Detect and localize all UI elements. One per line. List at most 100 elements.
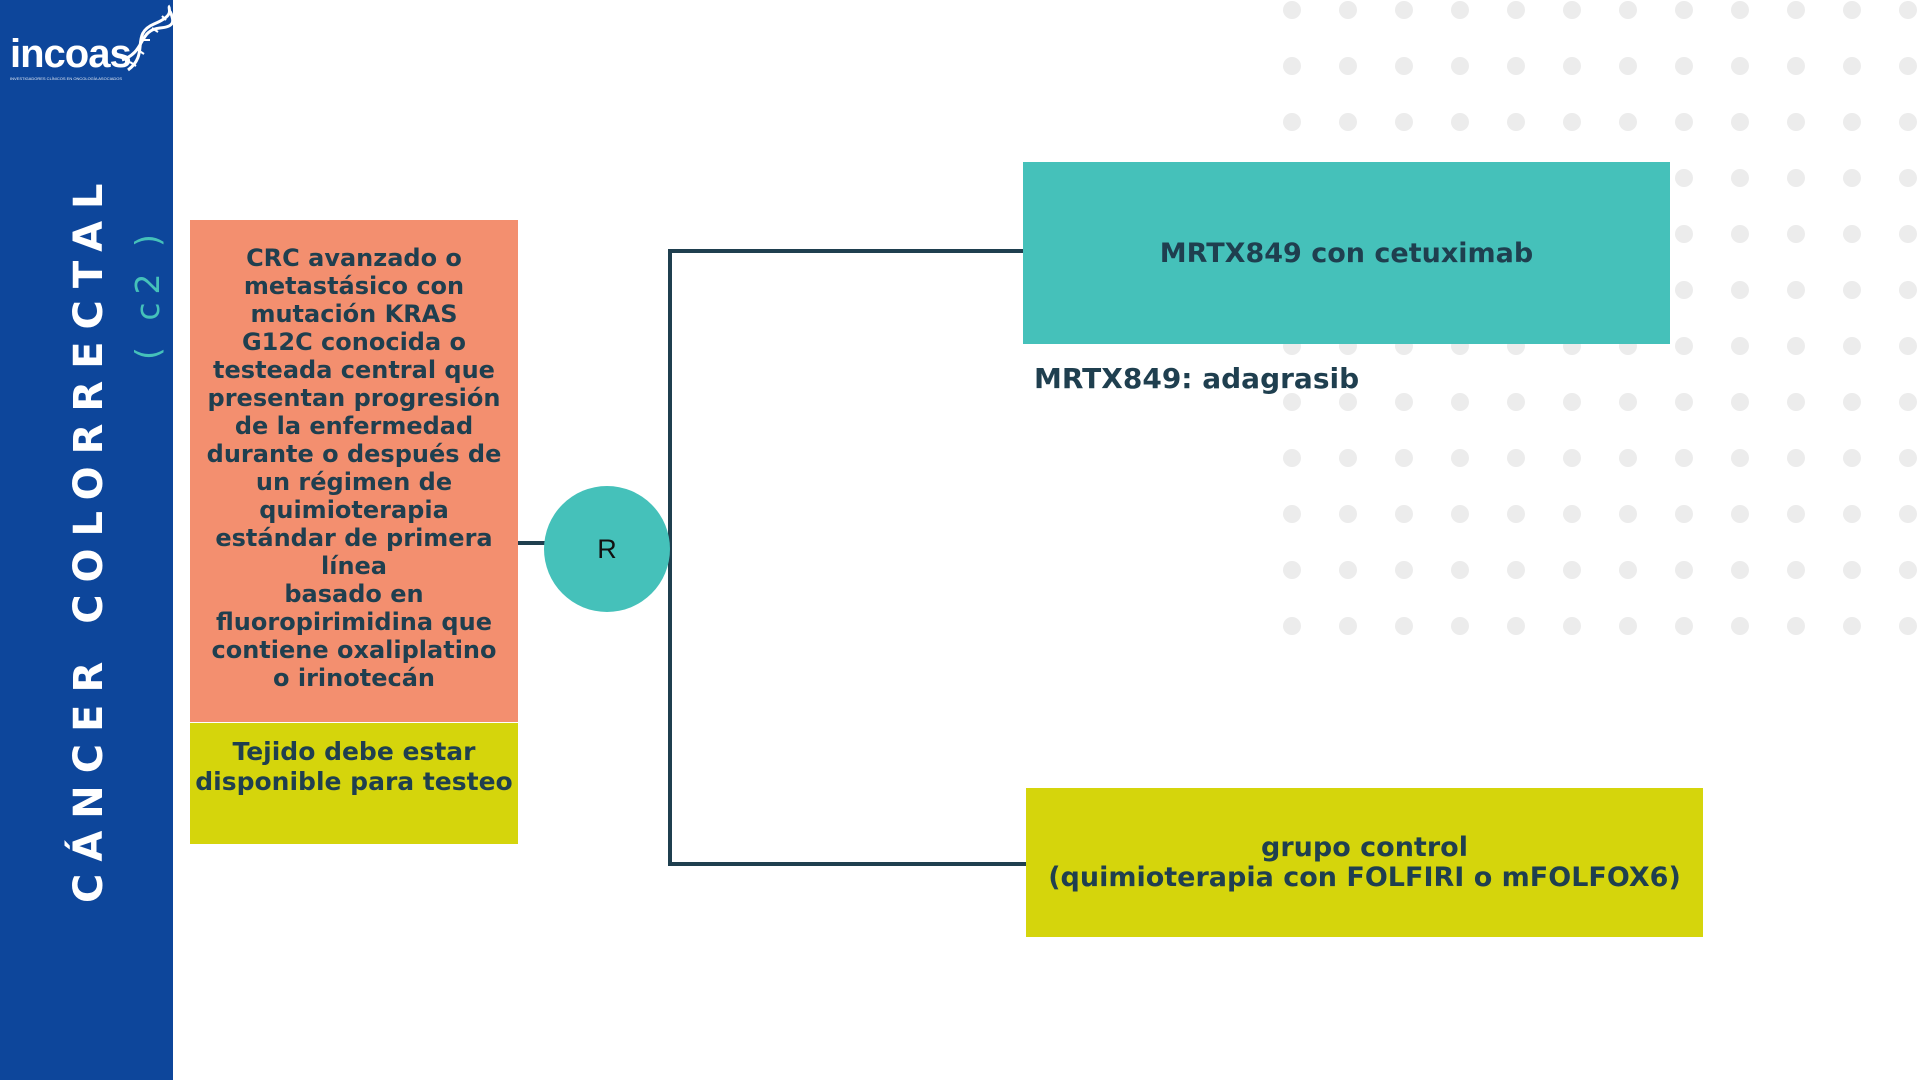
grid-dot [1899, 393, 1917, 411]
grid-dot [1451, 393, 1469, 411]
grid-dot [1843, 393, 1861, 411]
grid-dot [1563, 449, 1581, 467]
grid-dot [1451, 561, 1469, 579]
grid-dot [1451, 617, 1469, 635]
grid-dot [1899, 57, 1917, 75]
grid-dot [1563, 505, 1581, 523]
grid-dot [1339, 505, 1357, 523]
grid-dot [1283, 449, 1301, 467]
grid-dot [1339, 57, 1357, 75]
grid-dot [1899, 225, 1917, 243]
grid-dot [1787, 561, 1805, 579]
grid-dot [1731, 225, 1749, 243]
grid-dot [1843, 281, 1861, 299]
grid-dot [1731, 113, 1749, 131]
grid-dot [1843, 505, 1861, 523]
grid-dot [1563, 617, 1581, 635]
grid-dot [1731, 393, 1749, 411]
incoas-logo: incoas INVESTIGADORES CLÍNICOS EN ONCOLO… [8, 4, 174, 84]
grid-dot [1731, 281, 1749, 299]
grid-dot [1731, 169, 1749, 187]
grid-dot [1395, 561, 1413, 579]
grid-dot [1507, 617, 1525, 635]
grid-dot [1843, 57, 1861, 75]
grid-dot [1619, 617, 1637, 635]
grid-dot [1899, 561, 1917, 579]
grid-dot [1619, 561, 1637, 579]
grid-dot [1451, 113, 1469, 131]
grid-dot [1675, 393, 1693, 411]
grid-dot [1843, 337, 1861, 355]
grid-dot [1787, 393, 1805, 411]
grid-dot [1899, 169, 1917, 187]
grid-dot [1507, 57, 1525, 75]
grid-dot [1787, 617, 1805, 635]
grid-dot [1843, 617, 1861, 635]
grid-dot [1619, 1, 1637, 19]
grid-dot [1675, 449, 1693, 467]
grid-dot [1563, 57, 1581, 75]
grid-dot [1283, 393, 1301, 411]
grid-dot [1675, 617, 1693, 635]
randomization-label: R [597, 533, 617, 564]
grid-dot [1395, 393, 1413, 411]
grid-dot [1787, 225, 1805, 243]
grid-dot [1283, 505, 1301, 523]
grid-dot [1619, 57, 1637, 75]
grid-dot [1731, 449, 1749, 467]
grid-dot [1339, 393, 1357, 411]
grid-dot [1843, 113, 1861, 131]
grid-dot [1899, 617, 1917, 635]
experimental-arm-box: MRTX849 con cetuximab [1023, 162, 1670, 344]
grid-dot [1675, 281, 1693, 299]
grid-dot [1787, 337, 1805, 355]
grid-dot [1675, 337, 1693, 355]
grid-dot [1731, 505, 1749, 523]
grid-dot [1507, 505, 1525, 523]
grid-dot [1507, 113, 1525, 131]
grid-dot [1619, 113, 1637, 131]
grid-dot [1395, 57, 1413, 75]
drug-name-note: MRTX849: adagrasib [1034, 362, 1360, 395]
grid-dot [1563, 1, 1581, 19]
grid-dot [1675, 225, 1693, 243]
grid-dot [1283, 1, 1301, 19]
grid-dot [1787, 113, 1805, 131]
grid-dot [1507, 561, 1525, 579]
grid-dot [1339, 617, 1357, 635]
grid-dot [1731, 337, 1749, 355]
grid-dot [1787, 57, 1805, 75]
grid-dot [1843, 1, 1861, 19]
grid-dot [1787, 1, 1805, 19]
grid-dot [1899, 281, 1917, 299]
logo-subtitle: INVESTIGADORES CLÍNICOS EN ONCOLOGÍA ASO… [10, 76, 123, 81]
grid-dot [1843, 169, 1861, 187]
grid-dot [1843, 225, 1861, 243]
grid-dot [1507, 393, 1525, 411]
grid-dot [1899, 505, 1917, 523]
grid-dot [1339, 1, 1357, 19]
grid-dot [1619, 449, 1637, 467]
grid-dot [1675, 505, 1693, 523]
grid-dot [1675, 113, 1693, 131]
grid-dot [1451, 57, 1469, 75]
grid-dot [1395, 1, 1413, 19]
grid-dot [1899, 113, 1917, 131]
grid-dot [1507, 449, 1525, 467]
grid-dot [1395, 113, 1413, 131]
grid-dot [1731, 57, 1749, 75]
grid-dot [1731, 561, 1749, 579]
grid-dot [1675, 561, 1693, 579]
grid-dot [1339, 561, 1357, 579]
grid-dot [1787, 505, 1805, 523]
grid-dot [1731, 1, 1749, 19]
grid-dot [1339, 449, 1357, 467]
grid-dot [1787, 449, 1805, 467]
control-arm-box: grupo control (quimioterapia con FOLFIRI… [1026, 788, 1703, 937]
grid-dot [1283, 617, 1301, 635]
dna-icon [121, 4, 174, 72]
grid-dot [1619, 393, 1637, 411]
grid-dot [1899, 449, 1917, 467]
grid-dot [1731, 617, 1749, 635]
